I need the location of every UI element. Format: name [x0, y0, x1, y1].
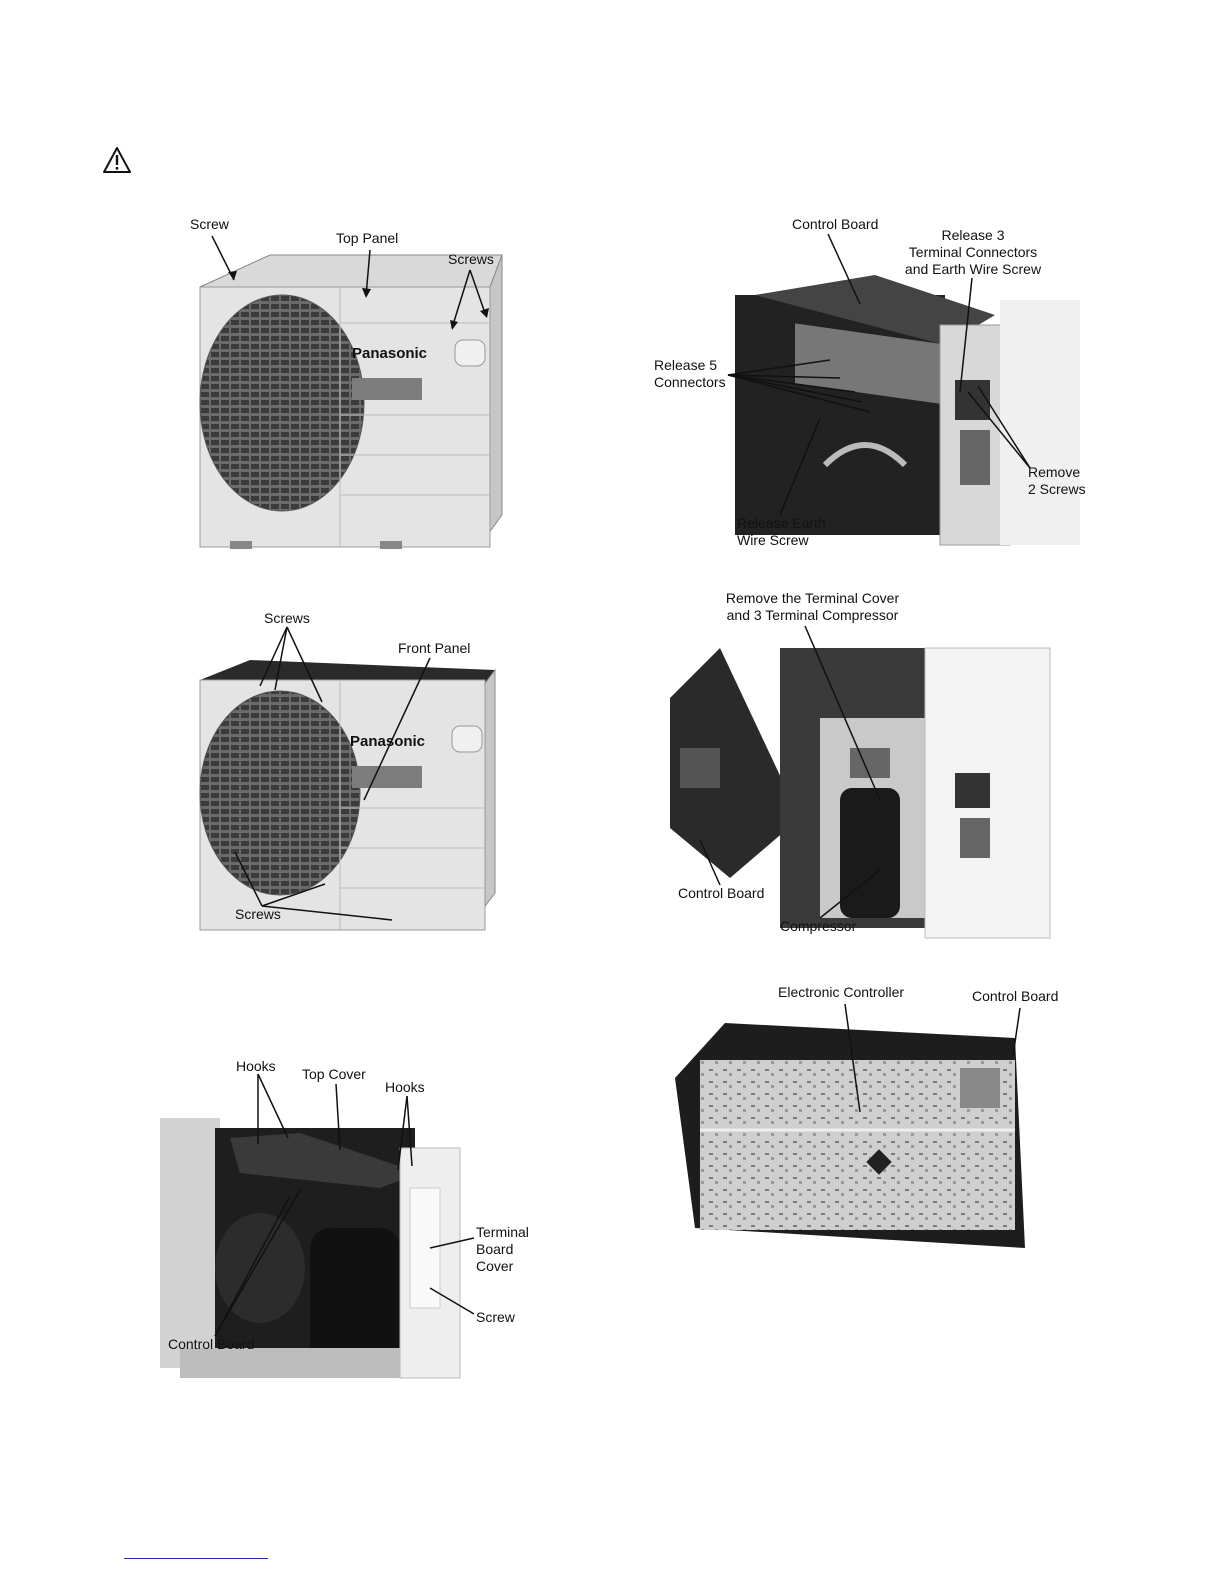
label-hooks-right: Hooks	[385, 1079, 425, 1095]
label-front-panel: Front Panel	[398, 640, 471, 656]
label-remove-terminal-cover: Remove the Terminal Cover and 3 Terminal…	[725, 590, 900, 623]
inverter-badge	[352, 378, 422, 400]
figure-electronic-controller	[665, 1018, 1065, 1258]
label-screws: Screws	[448, 251, 494, 267]
label-remove-screws: Remove 2 Screws	[1028, 464, 1086, 497]
warning-triangle-icon	[103, 147, 131, 173]
brand-logo: Panasonic	[352, 345, 428, 362]
label-electronic-controller: Electronic Controller	[778, 984, 905, 1000]
brand-logo: Panasonic	[350, 733, 426, 750]
label-screw: Screw	[190, 216, 229, 232]
controller-board-photo	[675, 1023, 1025, 1248]
label-top-panel: Top Panel	[336, 230, 399, 246]
label-release-earth-wire: Release Earth Wire Screw	[737, 515, 826, 548]
label-control-board: Control Board	[678, 885, 765, 901]
label-release-connectors: Release 5 Connectors	[654, 357, 726, 390]
footer-link-underline[interactable]	[124, 1558, 268, 1559]
figure-outdoor-unit-top-panel: Panasonic	[190, 215, 510, 550]
label-top-cover: Top Cover	[302, 1066, 366, 1082]
label-screws-bottom: Screws	[235, 906, 281, 922]
label-control-board: Control Board	[792, 216, 879, 232]
label-release-terminal-connectors: Release 3 Terminal Connectors and Earth …	[904, 227, 1042, 277]
label-control-board: Control Board	[168, 1336, 255, 1352]
open-unit-photo	[735, 275, 1080, 546]
outdoor-unit-photo	[199, 254, 503, 549]
label-terminal-board-cover: Terminal Board Cover	[476, 1224, 529, 1274]
label-screw: Screw	[476, 1309, 515, 1325]
figure-open-unit-control-board	[735, 215, 1085, 550]
label-control-board: Control Board	[972, 988, 1059, 1004]
label-hooks-left: Hooks	[236, 1058, 276, 1074]
label-screws-top: Screws	[264, 610, 310, 626]
label-compressor: Compressor	[780, 918, 857, 934]
